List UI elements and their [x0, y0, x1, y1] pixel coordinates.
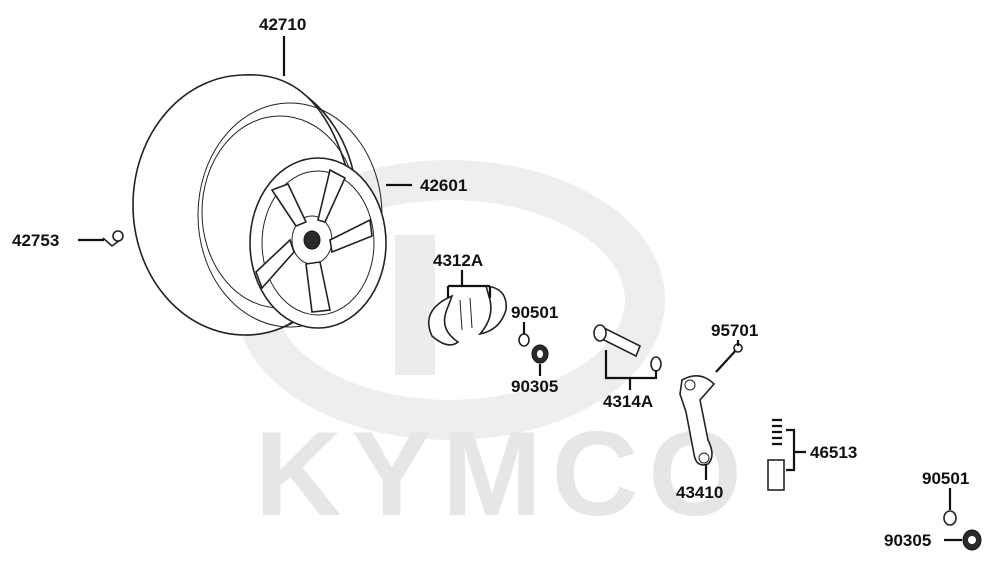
label-brake-arm: 43410 [676, 483, 723, 502]
brake-arm [679, 375, 716, 466]
label-rim: 42601 [420, 176, 467, 195]
label-bolt: 95701 [711, 321, 758, 340]
rim-spoke [305, 261, 331, 313]
washer-right [943, 510, 957, 526]
bolt [715, 343, 743, 373]
brake-shoe-right [477, 285, 507, 336]
rim-spoke [270, 182, 308, 227]
spring-sleeve [767, 459, 785, 491]
valve-stem [102, 230, 124, 248]
washer-left [518, 333, 530, 347]
label-cam-shaft: 4314A [603, 392, 653, 411]
part-labels: 42710 42601 42753 4312A 90501 90305 4314… [12, 15, 969, 550]
spring-coil [772, 418, 782, 446]
brake-arm-hole [698, 452, 710, 464]
bolt-shank [715, 347, 739, 373]
cam-shaft-head [593, 324, 607, 342]
valve-cap [112, 230, 124, 242]
rim-axle-hole [303, 230, 321, 250]
rim-spoke [317, 168, 347, 223]
leader-spring [786, 428, 806, 472]
watermark-bar [395, 235, 435, 375]
label-valve: 42753 [12, 231, 59, 250]
label-washer-left: 90501 [511, 303, 558, 322]
brake-shoes [427, 285, 507, 346]
label-nut-right: 90305 [884, 531, 931, 550]
rim-spoke [255, 238, 295, 290]
leader-cam-shaft [604, 350, 658, 390]
kymco-watermark: KYMCO [235, 160, 752, 541]
nut-right [962, 529, 982, 551]
brake-shoe-left [427, 294, 460, 346]
cam-shaft-washer [650, 356, 662, 372]
nut-left-hole [537, 350, 543, 358]
label-tire: 42710 [259, 15, 306, 34]
rim-spoke [329, 218, 373, 254]
nut-right-hole [968, 536, 976, 544]
cam-shaft [593, 324, 662, 372]
leader-lines [78, 36, 962, 542]
leader-brake-shoe [446, 270, 492, 298]
rim [249, 157, 387, 329]
label-spring: 46513 [810, 443, 857, 462]
rim-inner [261, 170, 375, 316]
brake-springs [459, 297, 473, 331]
nut-left [531, 344, 549, 364]
watermark-text: KYMCO [255, 407, 752, 541]
label-washer-right: 90501 [922, 469, 969, 488]
brake-arm-body [679, 375, 716, 466]
spring-assembly [767, 418, 785, 491]
label-nut-left: 90305 [511, 377, 558, 396]
label-brake-shoe: 4312A [433, 251, 483, 270]
brake-arm-hole [684, 379, 696, 391]
